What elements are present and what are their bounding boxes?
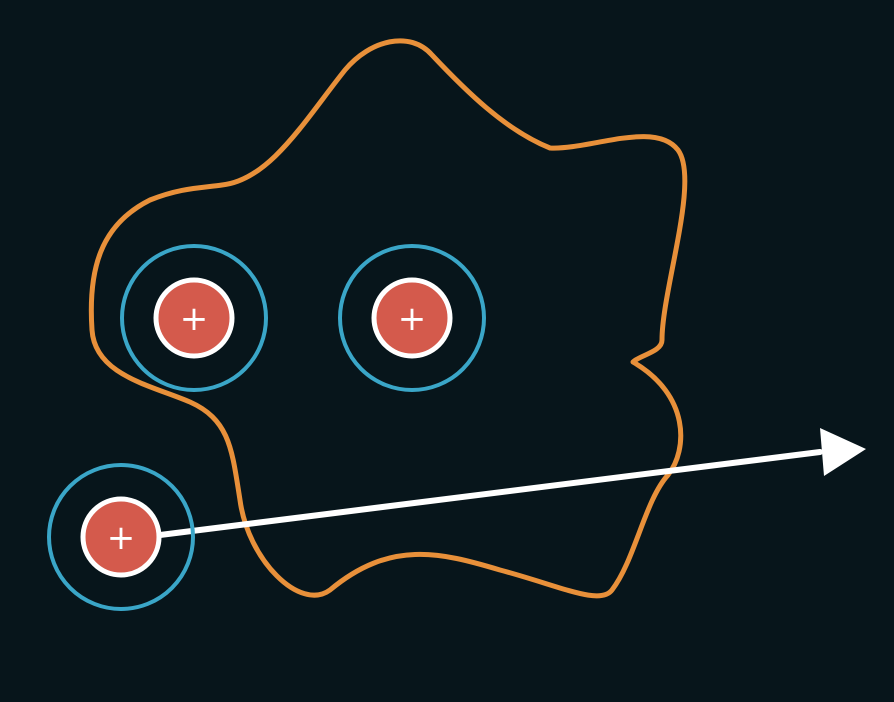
charge-inside-left: + — [120, 244, 268, 392]
plus-icon: + — [398, 299, 427, 339]
charge-inside-right: + — [338, 244, 486, 392]
field-ring — [338, 244, 486, 392]
charge-body — [80, 496, 162, 578]
plus-icon: + — [180, 299, 209, 339]
arrow-right-icon — [820, 428, 866, 476]
motion-arrow — [157, 449, 823, 538]
plus-icon: + — [107, 518, 136, 558]
charge-body — [153, 277, 235, 359]
charge-body — [371, 277, 453, 359]
charge-outside-moving: + — [47, 463, 195, 611]
field-ring — [47, 463, 195, 611]
closed-surface-outline — [88, 38, 688, 599]
field-ring — [120, 244, 268, 392]
